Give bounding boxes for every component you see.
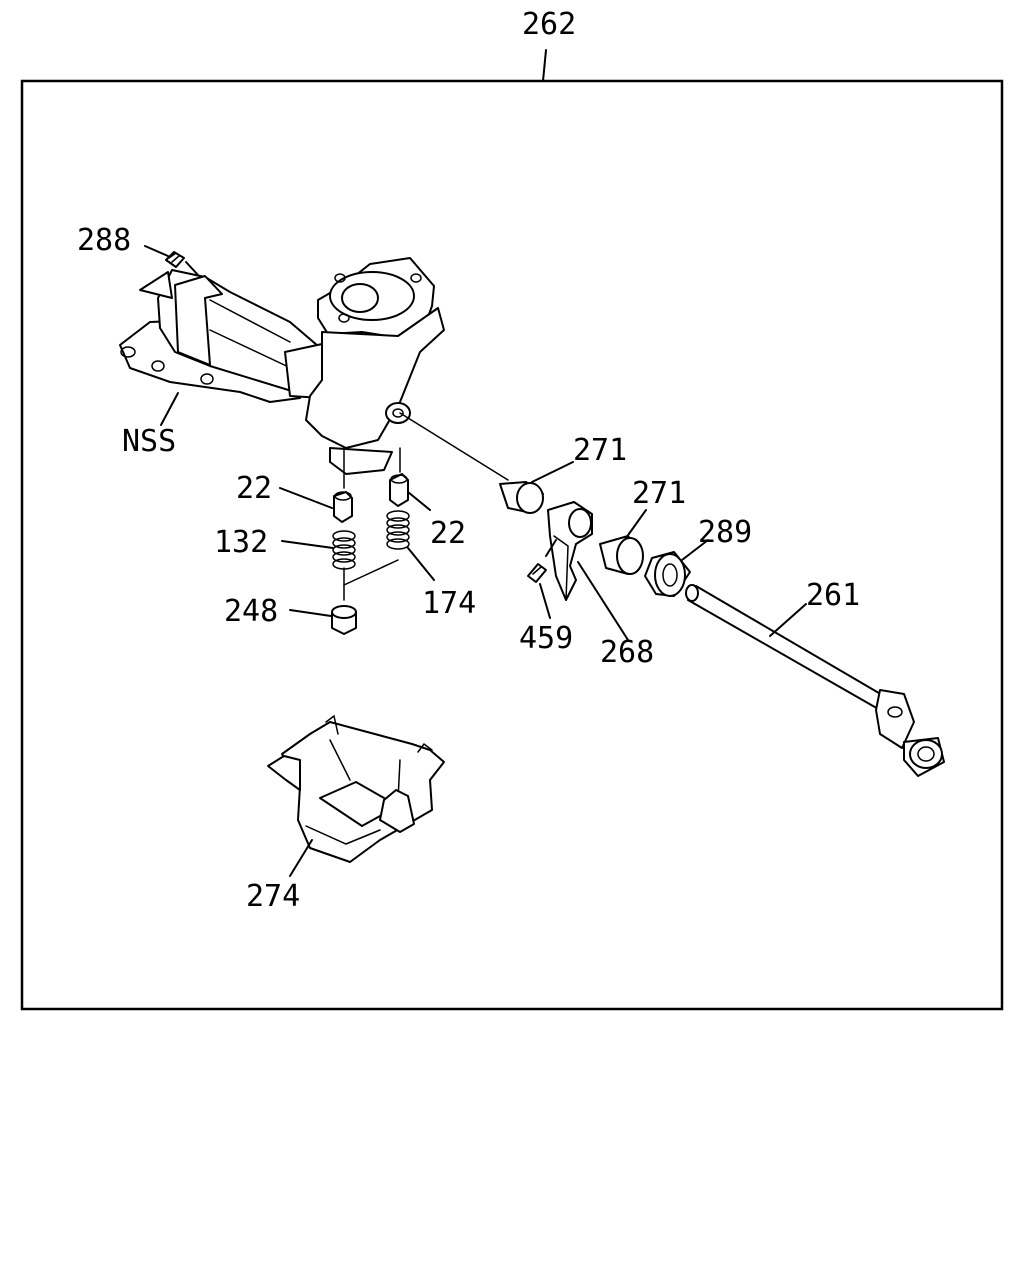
bearing-part: [644, 551, 691, 597]
callout-289: 289: [698, 515, 752, 550]
callout-288: 288: [77, 223, 131, 258]
callout-174: 174: [422, 586, 476, 621]
plug-part: [331, 605, 357, 635]
axis-line: [343, 559, 399, 586]
callout-268: 268: [600, 635, 654, 670]
callout-22-left: 22: [236, 471, 272, 506]
shift-lever: [547, 501, 593, 601]
callout-248: 248: [224, 594, 278, 629]
callout-22-right: 22: [430, 516, 466, 551]
bushing-lower: [599, 535, 644, 575]
detent-ball-right: [389, 473, 409, 507]
spring-left: [332, 530, 356, 570]
callout-271-upper: 271: [573, 433, 627, 468]
axis-line: [399, 412, 509, 481]
detent-ball-left: [333, 491, 353, 523]
callout-262: 262: [522, 7, 576, 42]
shift-shaft: [685, 584, 945, 777]
assembly-leader: [542, 49, 547, 82]
shift-cover: [267, 714, 445, 863]
assembly-frame: [20, 79, 1004, 1011]
callout-271-lower: 271: [632, 476, 686, 511]
shift-housing: [119, 257, 445, 475]
callout-nss: NSS: [122, 424, 176, 459]
bushing-upper: [499, 481, 544, 514]
callout-274: 274: [246, 879, 300, 914]
screw-part: [165, 251, 185, 268]
pin-part: [527, 563, 547, 583]
callout-261: 261: [806, 578, 860, 613]
callout-132: 132: [214, 525, 268, 560]
callout-459: 459: [519, 621, 573, 656]
spring-right: [386, 510, 410, 550]
nss-leader: [160, 392, 179, 426]
screw-leader: [144, 245, 169, 257]
